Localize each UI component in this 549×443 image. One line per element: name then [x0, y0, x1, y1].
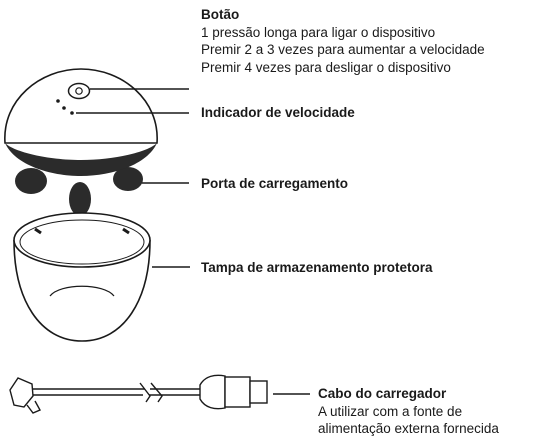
- cap-clip-left: [34, 227, 42, 235]
- usb-plug-body: [224, 376, 251, 408]
- button-line-1: 1 pressão longa para ligar o dispositivo: [201, 24, 436, 40]
- charger-cable-line-2: alimentação externa fornecida: [318, 421, 499, 436]
- cap-clip-right: [122, 227, 130, 235]
- power-button: [67, 82, 91, 100]
- device-dome: [4, 68, 158, 144]
- massager-device: [4, 68, 158, 216]
- button-line-3: Premir 4 vezes para desligar o dispositi…: [201, 59, 451, 75]
- usb-plug-tip: [249, 380, 268, 404]
- charger-cable-line-1: A utilizar com a fonte de: [318, 403, 463, 419]
- storage-cap: [13, 212, 151, 342]
- cap-bowl: [13, 239, 151, 342]
- button-title: Botão: [201, 7, 240, 22]
- speed-dot-1: [56, 99, 60, 103]
- device-base: [5, 143, 157, 176]
- cap-inner-base: [49, 285, 115, 297]
- power-icon: [75, 87, 83, 95]
- cable-wire-left: [33, 388, 145, 396]
- cap-rim-inner: [19, 219, 145, 265]
- massage-nub-right: [113, 167, 143, 191]
- massage-nub-left: [15, 168, 47, 194]
- usb-strain-relief: [199, 374, 226, 410]
- leader-lines: [76, 88, 310, 395]
- massage-nub-center: [69, 182, 91, 216]
- cable-angled-plug: [9, 377, 34, 408]
- charger-cable: [9, 374, 268, 414]
- charger-cable-label: Cabo do carregador A utilizar com a font…: [318, 385, 499, 438]
- speed-dot-3: [70, 111, 74, 115]
- charging-port-label: Porta de carregamento: [201, 176, 349, 191]
- storage-cap-label: Tampa de armazenamento protetora: [201, 260, 433, 275]
- charger-cable-title: Cabo do carregador: [318, 386, 447, 401]
- speed-indicator-label: Indicador de velocidade: [201, 105, 355, 120]
- button-line-2: Premir 2 a 3 vezes para aumentar a veloc…: [201, 42, 485, 57]
- cap-rim-outer: [13, 212, 151, 268]
- cable-break-mark: [139, 382, 163, 403]
- cable-wire-right: [149, 388, 200, 396]
- button-label: Botão 1 pressão longa para ligar o dispo…: [201, 6, 485, 76]
- speed-dot-2: [62, 106, 66, 110]
